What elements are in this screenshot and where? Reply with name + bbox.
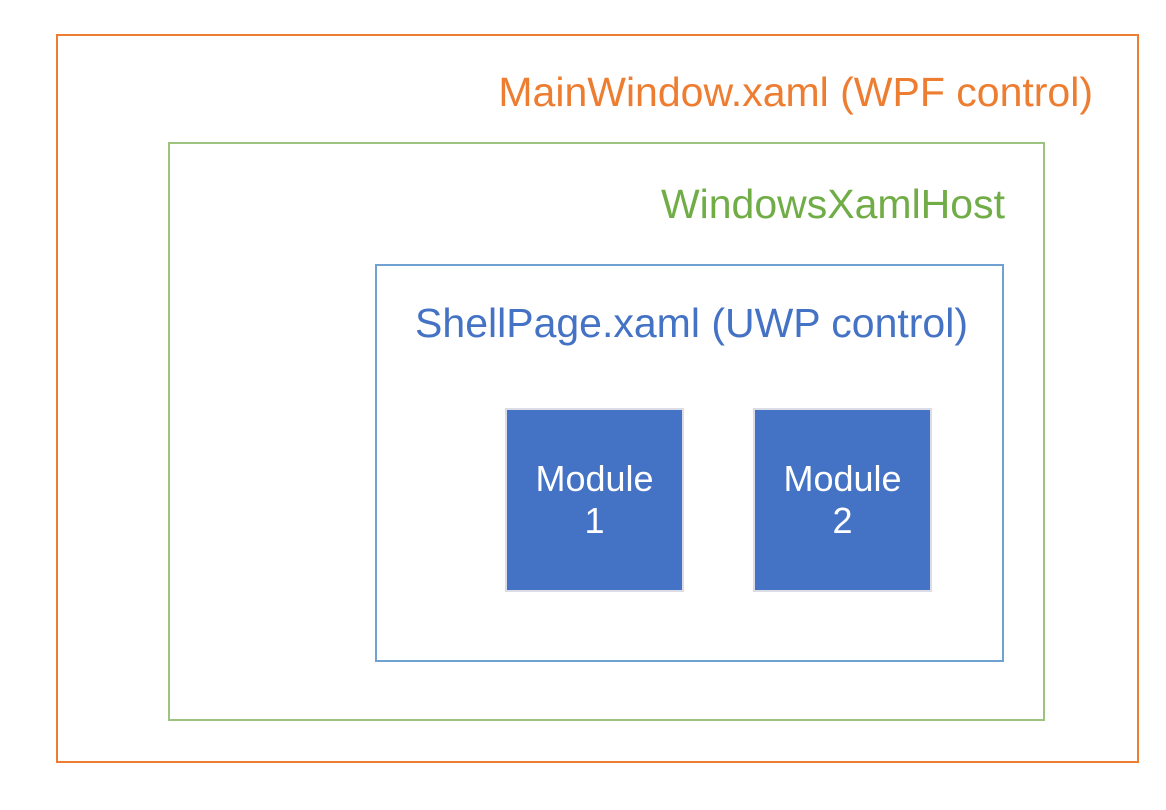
module-2-name: Module [783,457,902,499]
module-1-number: 1 [584,500,605,541]
layer-box-shellpage-uwp: ShellPage.xaml (UWP control) Module 1 Mo… [375,264,1004,662]
layer-label-shellpage-uwp: ShellPage.xaml (UWP control) [415,300,968,346]
layer-label-windowsxamlhost: WindowsXamlHost [660,181,1005,227]
module-group: Module 1 Module 2 [505,408,932,592]
module-box-1[interactable]: Module 1 [505,408,684,592]
module-2-number: 2 [832,500,853,541]
layer-box-windowsxamlhost: WindowsXamlHost ShellPage.xaml (UWP cont… [168,142,1045,721]
layer-box-mainwindow-wpf: MainWindow.xaml (WPF control) WindowsXam… [56,34,1139,763]
module-1-name: Module [535,457,654,499]
module-box-2[interactable]: Module 2 [753,408,932,592]
layer-label-mainwindow-wpf: MainWindow.xaml (WPF control) [498,69,1093,115]
